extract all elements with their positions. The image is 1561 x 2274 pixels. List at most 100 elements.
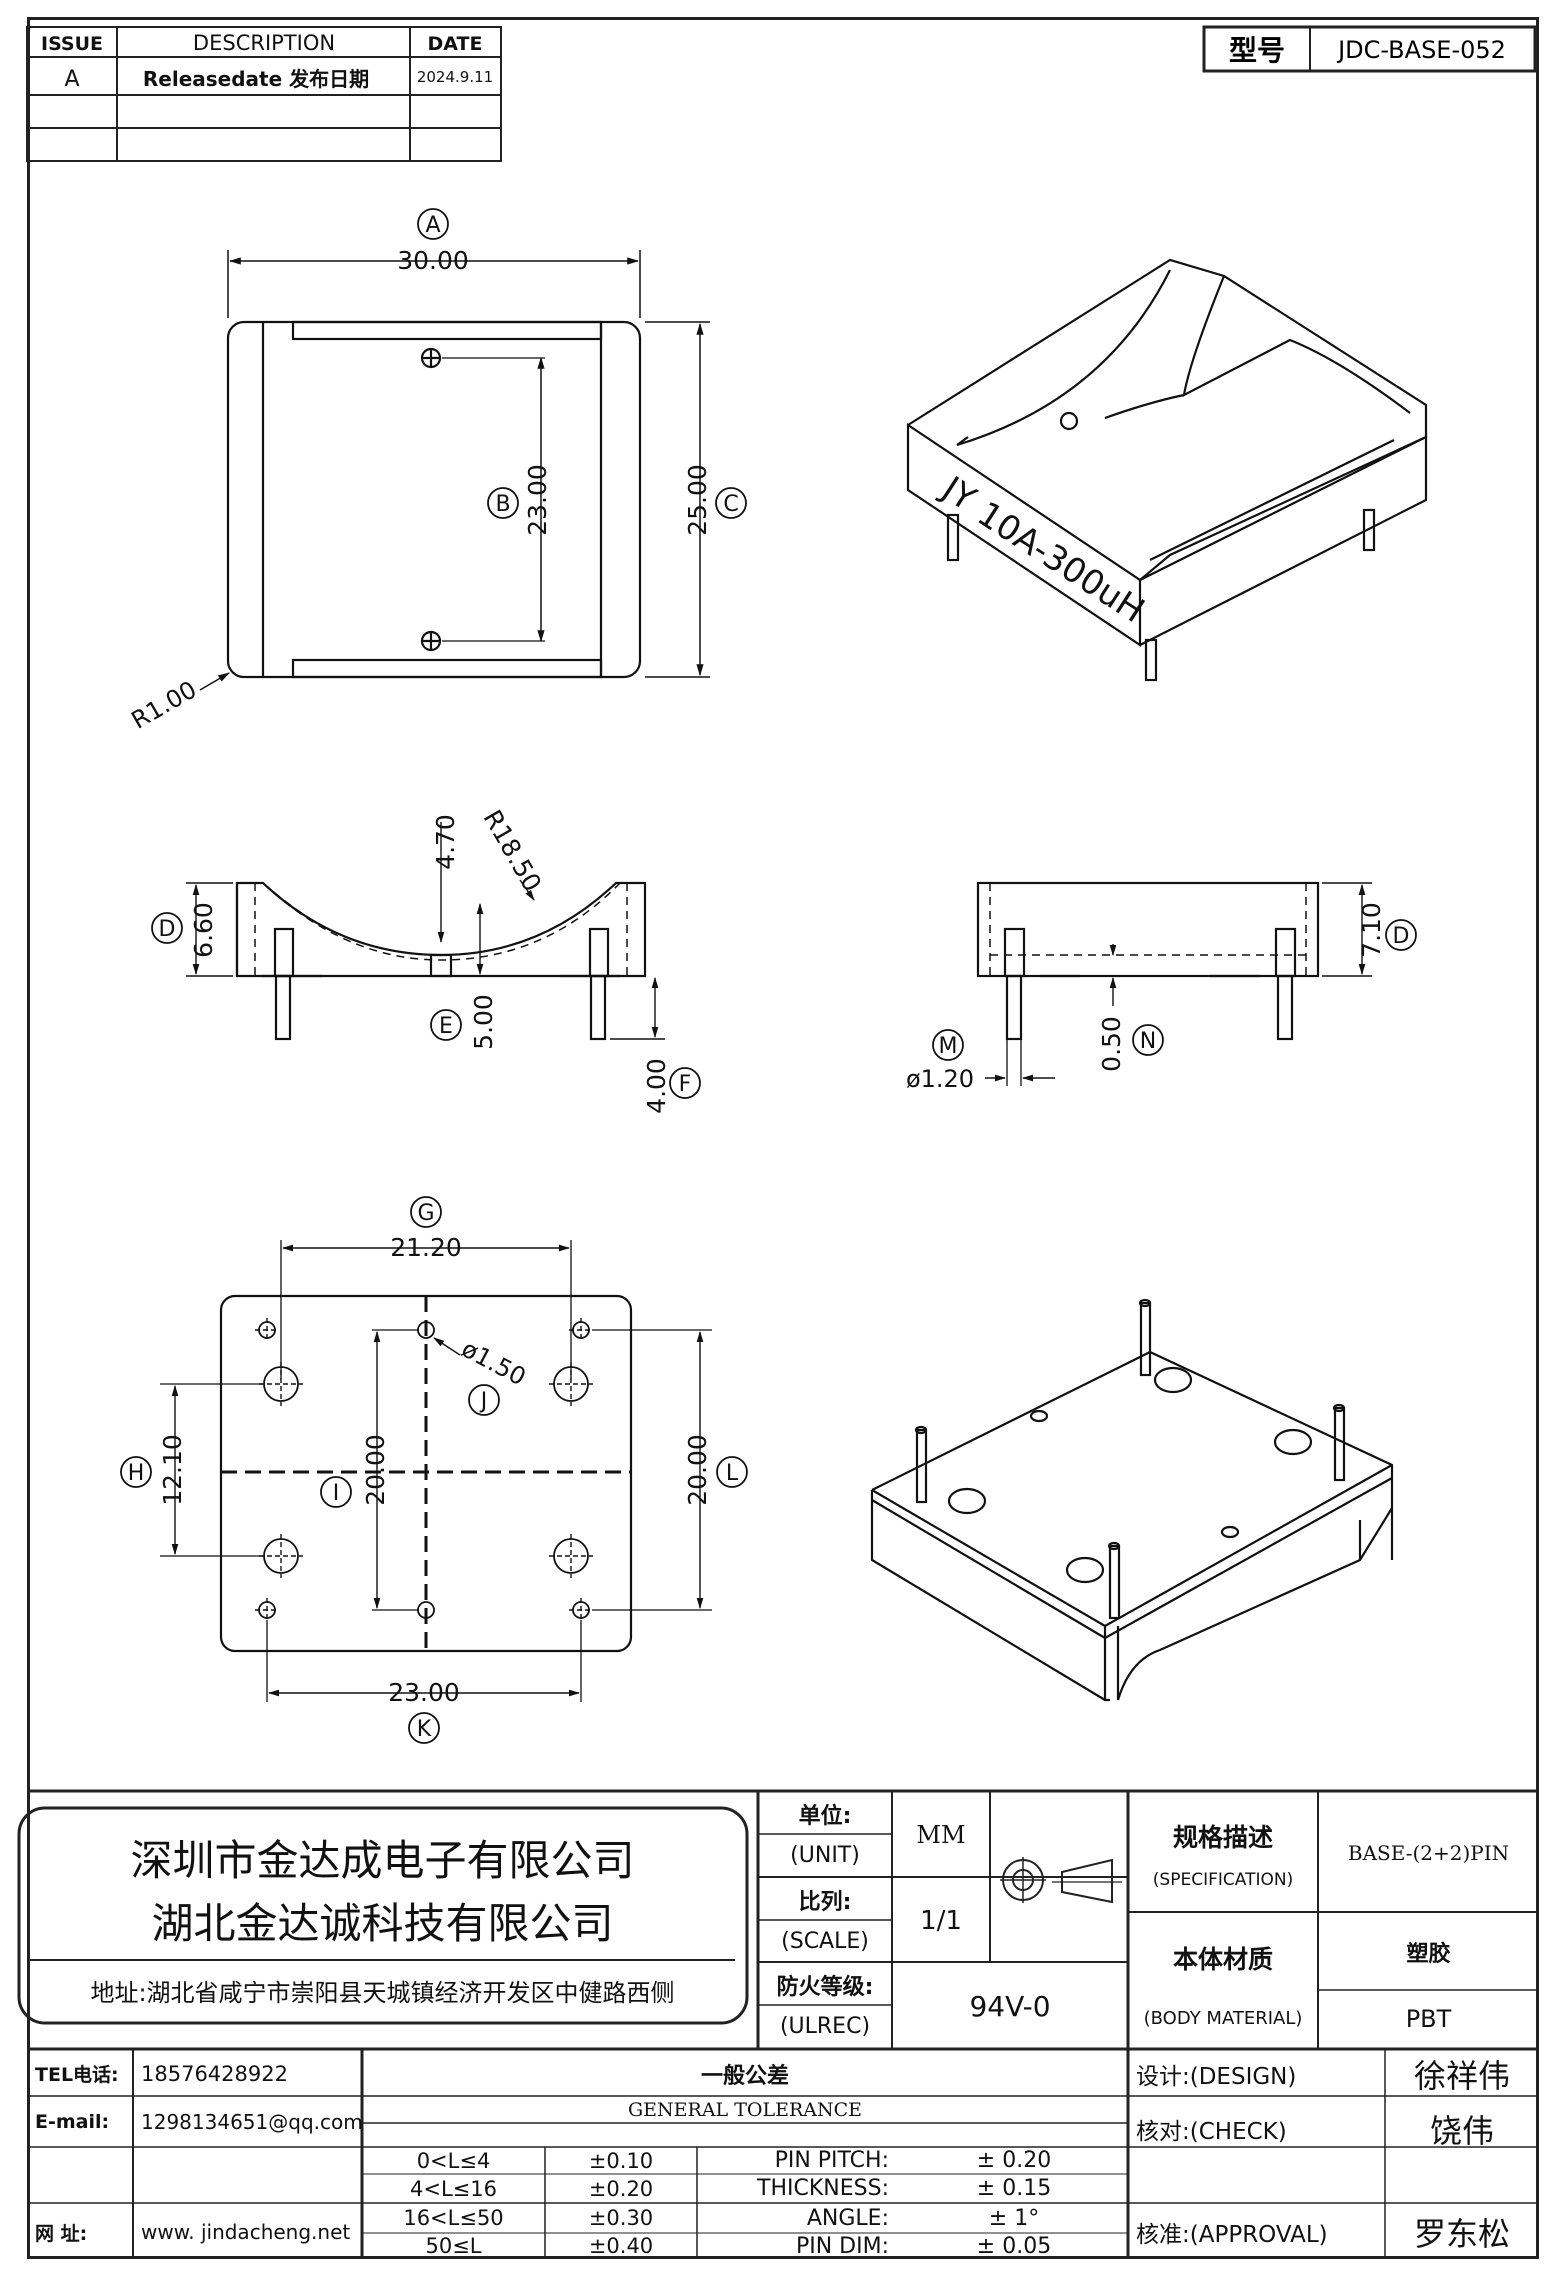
model-value: JDC-BASE-052 xyxy=(1336,36,1506,64)
dim-r1850-value: R18.50 xyxy=(478,805,548,897)
dim-g-value: 21.20 xyxy=(390,1233,462,1262)
balloon-c: C xyxy=(723,492,738,517)
iso-rating-marking: 10A-300uH xyxy=(970,494,1151,631)
tolerance-item-cell: THICKNESS: xyxy=(757,2176,889,2201)
balloon-h: H xyxy=(128,1461,145,1486)
dim-c-value: 25.00 xyxy=(683,464,712,536)
approval-name: 罗东松 xyxy=(1413,2215,1510,2253)
model-label: 型号 xyxy=(1229,34,1285,67)
scale-label-cn: 比列: xyxy=(798,1889,852,1915)
rev-date-a: 2024.9.11 xyxy=(417,68,493,86)
ul-label-cn: 防火等级: xyxy=(776,1974,874,2000)
dim-j-value: ø1.50 xyxy=(457,1335,530,1392)
balloon-j: J xyxy=(479,1389,488,1414)
company-name-1: 深圳市金达成电子有限公司 xyxy=(130,1835,635,1885)
rev-description-a: Releasedate 发布日期 xyxy=(143,67,369,91)
side-view xyxy=(932,881,1417,1086)
tolerance-title-en: GENERAL TOLERANCE xyxy=(627,2098,863,2121)
balloon-i: I xyxy=(333,1481,340,1506)
tolerance-range-cell: 4<L≤16 xyxy=(410,2176,497,2201)
dim-h-value: 12.10 xyxy=(158,1434,187,1506)
email-label: E-mail: xyxy=(35,2110,110,2133)
tolerance-title-cn: 一般公差 xyxy=(700,2063,789,2089)
dim-b-value: 23.00 xyxy=(523,464,552,536)
ul-label-en: (ULREC) xyxy=(779,2014,871,2039)
dim-470-value: 4.70 xyxy=(431,814,460,870)
tel-value: 18576428922 xyxy=(141,2061,288,2086)
web-label: 网 址: xyxy=(35,2222,88,2245)
balloon-d2: D xyxy=(1393,924,1410,949)
tolerance-item-tol-cell: ± 0.20 xyxy=(976,2148,1052,2173)
email-value: 1298134651@qq.com xyxy=(141,2109,363,2134)
revision-table xyxy=(26,26,502,162)
drawing-frame xyxy=(27,17,1539,2259)
material-label-cn: 本体材质 xyxy=(1172,1945,1273,1974)
check-label: 核对:(CHECK) xyxy=(1136,2119,1287,2145)
dim-d2-value: 7.10 xyxy=(1357,902,1386,958)
tolerance-tol-cell: ±0.40 xyxy=(588,2234,654,2258)
tolerance-tol-cell: ±0.20 xyxy=(588,2176,654,2201)
spec-value: BASE-(2+2)PIN xyxy=(1347,1840,1510,1865)
ul-value: 94V-0 xyxy=(969,1989,1051,2023)
tolerance-item-cell: PIN DIM: xyxy=(795,2233,889,2259)
balloon-g: G xyxy=(417,1201,434,1226)
dim-n-value: 0.50 xyxy=(1097,1016,1126,1072)
tolerance-item-cell: ANGLE: xyxy=(806,2205,889,2231)
top-view xyxy=(199,208,747,691)
balloon-e: E xyxy=(439,1014,453,1039)
scale-value: 1/1 xyxy=(920,1905,962,1936)
tolerance-range-cell: 0<L≤4 xyxy=(416,2148,491,2173)
unit-label-en: (UNIT) xyxy=(790,1843,860,1868)
tolerance-range-cell: 50≤L xyxy=(425,2234,482,2258)
balloon-k: K xyxy=(417,1717,432,1742)
balloon-d: D xyxy=(159,917,176,942)
tolerance-item-tol-cell: ± 1° xyxy=(988,2205,1040,2231)
spec-label-cn: 规格描述 xyxy=(1172,1823,1273,1852)
company-name-2: 湖北金达诚科技有限公司 xyxy=(151,1898,614,1948)
material-value-en: PBT xyxy=(1405,2005,1452,2033)
dim-k-value: 23.00 xyxy=(388,1678,460,1707)
design-label: 设计:(DESIGN) xyxy=(1136,2063,1297,2090)
rev-issue-a: A xyxy=(64,67,79,92)
dim-e-value: 5.00 xyxy=(469,994,498,1050)
dim-d-value: 6.60 xyxy=(189,902,218,958)
material-label-en: (BODY MATERIAL) xyxy=(1143,2007,1303,2029)
tolerance-tol-cell: ±0.10 xyxy=(588,2148,654,2173)
company-address: 地址:湖北省咸宁市崇阳县天城镇经济开发区中健路西侧 xyxy=(90,1978,675,2007)
iso-view-bottom xyxy=(870,1298,1394,1702)
balloon-l: L xyxy=(726,1461,739,1486)
title-block-grid xyxy=(17,1789,1539,2259)
unit-label-cn: 单位: xyxy=(798,1803,852,1829)
check-name: 饶伟 xyxy=(1429,2112,1494,2150)
rev-header-date: DATE xyxy=(428,33,483,55)
scale-label-en: (SCALE) xyxy=(781,1928,869,1954)
rev-header-issue: ISSUE xyxy=(41,33,103,55)
iso-view-top xyxy=(906,258,1428,682)
balloon-f: F xyxy=(679,1072,692,1097)
dim-m-value: ø1.20 xyxy=(906,1065,974,1093)
web-value: www. jindacheng.net xyxy=(141,2220,351,2244)
approval-label: 核准:(APPROVAL) xyxy=(1136,2222,1328,2248)
front-view xyxy=(151,822,701,1099)
tolerance-item-tol-cell: ± 0.05 xyxy=(976,2233,1052,2259)
tolerance-range-cell: 16<L≤50 xyxy=(403,2206,504,2230)
spec-label-en: (SPECIFICATION) xyxy=(1152,1870,1294,1890)
design-name: 徐祥伟 xyxy=(1413,2056,1510,2095)
dim-l-value: 20.00 xyxy=(683,1434,712,1506)
tolerance-item-tol-cell: ± 0.15 xyxy=(976,2176,1052,2201)
dim-a-value: 30.00 xyxy=(397,246,469,275)
dim-r1-value: R1.00 xyxy=(127,675,202,734)
model-box xyxy=(1202,25,1537,73)
dim-f-value: 4.00 xyxy=(642,1058,671,1114)
tolerance-tol-cell: ±0.30 xyxy=(588,2206,654,2230)
balloon-a: A xyxy=(425,213,440,238)
balloon-b: B xyxy=(495,492,510,517)
bottom-view xyxy=(120,1196,748,1744)
balloon-m: M xyxy=(939,1034,958,1059)
tel-label: TEL电话: xyxy=(35,2064,119,2086)
dim-i-value: 20.00 xyxy=(361,1434,390,1506)
balloon-n: N xyxy=(1140,1029,1156,1054)
rev-header-description: DESCRIPTION xyxy=(193,31,335,55)
unit-value: MM xyxy=(916,1821,966,1849)
